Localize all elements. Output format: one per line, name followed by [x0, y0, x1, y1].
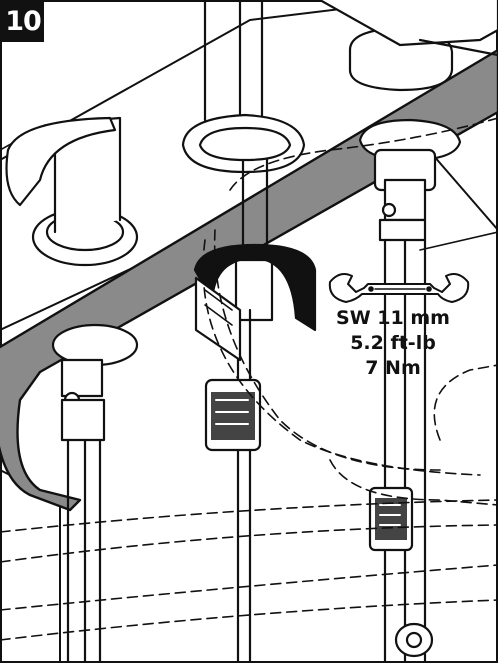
right-hose-connector [368, 486, 434, 658]
step-number-badge: 10 [2, 2, 44, 42]
torque-specification: SW 11 mm 5.2 ft-lb 7 Nm [318, 306, 468, 381]
torque-imperial-label: 5.2 ft-lb [350, 332, 436, 354]
left-valve [51, 323, 139, 663]
deck-plate [0, 48, 498, 512]
right-valve [373, 148, 437, 663]
center-hose [204, 158, 274, 663]
torque-metric-label: 7 Nm [365, 357, 421, 379]
wrench-icon [328, 273, 470, 303]
spout [181, 0, 306, 174]
wrench-size-label: SW 11 mm [336, 307, 450, 329]
left-handle [5, 116, 139, 267]
rotation-arrow [193, 243, 317, 362]
hidden-lines [0, 117, 498, 641]
right-handle [318, 0, 498, 162]
